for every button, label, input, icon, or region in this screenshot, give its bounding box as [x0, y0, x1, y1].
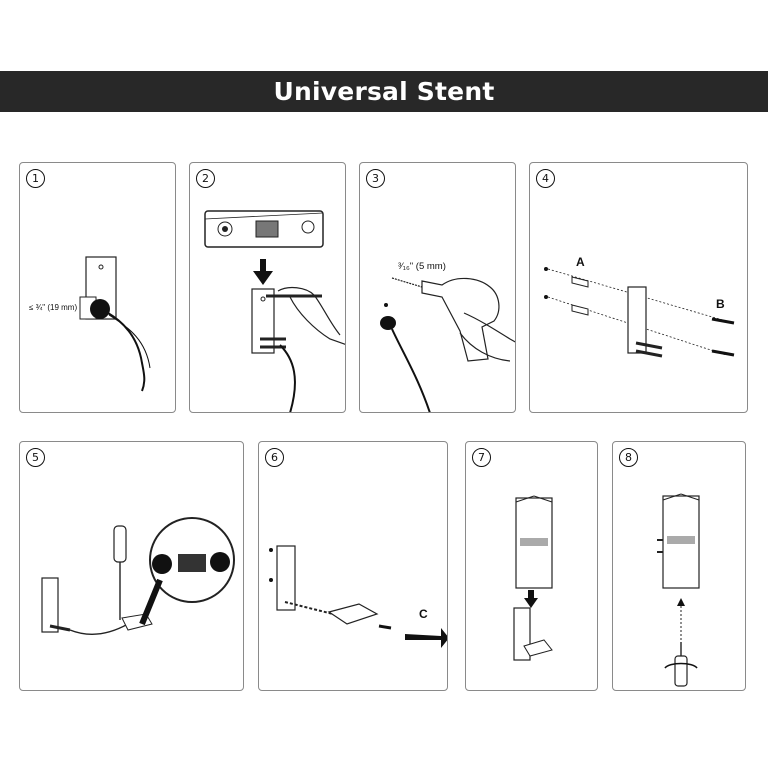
- step-panel-2: 2: [189, 162, 346, 413]
- step-5-illustration: [41, 517, 235, 635]
- step-panel-6: 6 C: [258, 441, 448, 691]
- step-6-illustration: [269, 545, 447, 648]
- step-8-illustration: [657, 493, 700, 687]
- step-4-illustration: [544, 267, 735, 358]
- step-number-7: 7: [472, 448, 491, 467]
- step-3-illustration: [380, 277, 515, 412]
- step-number-6: 6: [265, 448, 284, 467]
- step-panel-1: 1 ≤ ¾" (19 mm): [19, 162, 176, 413]
- step-4-label-a: A: [576, 255, 585, 269]
- step-number-5: 5: [26, 448, 45, 467]
- step-6-label-c: C: [419, 607, 428, 621]
- page-title: Universal Stent: [273, 77, 495, 106]
- step-2-illustration: [204, 210, 345, 412]
- step-panel-7: 7: [465, 441, 598, 691]
- step-number-4: 4: [536, 169, 555, 188]
- step-number-2: 2: [196, 169, 215, 188]
- step-panel-3: 3 ³⁄₁₆" (5 mm): [359, 162, 516, 413]
- step-panel-5: 5: [19, 441, 244, 691]
- step-4-label-b: B: [716, 297, 725, 311]
- step-number-8: 8: [619, 448, 638, 467]
- step-panel-4: 4 A B: [529, 162, 748, 413]
- step-number-3: 3: [366, 169, 385, 188]
- step-panel-8: 8: [612, 441, 746, 691]
- step-7-illustration: [513, 495, 553, 661]
- step-number-1: 1: [26, 169, 45, 188]
- step-1-illustration: [79, 256, 151, 392]
- step-3-drill-size-label: ³⁄₁₆" (5 mm): [398, 261, 446, 272]
- step-1-distance-label: ≤ ¾" (19 mm): [29, 303, 78, 312]
- title-banner: Universal Stent: [0, 71, 768, 112]
